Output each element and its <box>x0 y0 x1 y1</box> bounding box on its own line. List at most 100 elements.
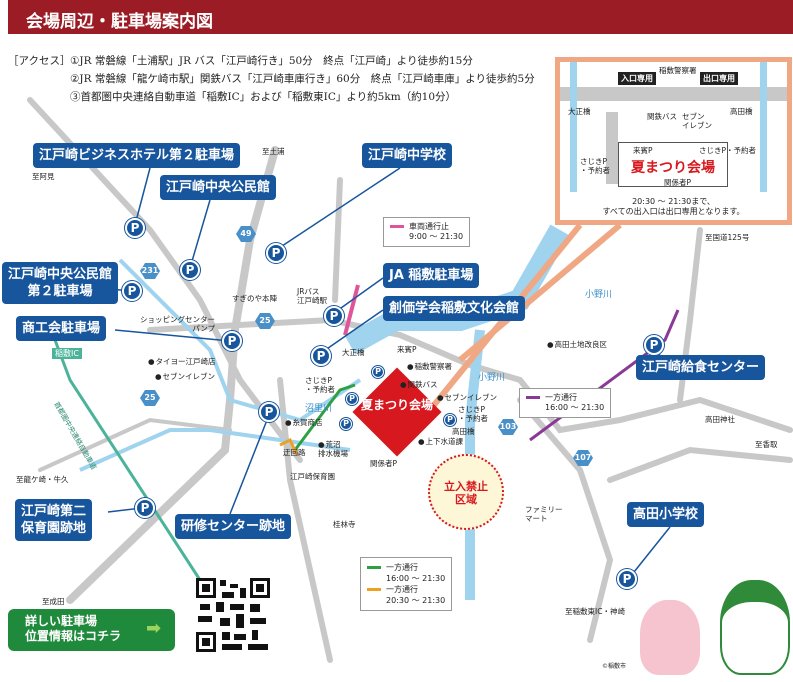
callout-chugakko[interactable]: 江戸崎中学校 <box>362 143 453 168</box>
callout-takada-school[interactable]: 高田小学校 <box>627 502 705 527</box>
callout-soka[interactable]: 創価学会稲敷文化会館 <box>383 296 526 321</box>
inset-venue-name: 夏まつり会場 <box>631 160 715 176</box>
label-inashiki-ic: 稲敷IC <box>52 348 82 359</box>
label-detour: 迂回路 <box>283 448 306 457</box>
parking-icon[interactable]: P <box>617 569 637 589</box>
label-keirinji: 桂林寺 <box>333 520 356 529</box>
route-shield: 49 <box>236 226 256 242</box>
inset-entrance: 入口専用 <box>618 72 656 85</box>
callout-hoikuen-ato[interactable]: 江戸崎第二 保育園跡地 <box>15 499 93 541</box>
parking-icon-small[interactable]: P <box>372 366 384 378</box>
parking-icon[interactable]: P <box>135 498 155 518</box>
label-raihin-p: 来賓P <box>397 345 417 354</box>
callout-kenshu[interactable]: 研修センター跡地 <box>175 514 292 539</box>
parking-icon[interactable]: P <box>324 306 344 326</box>
access-line-3: ③首都圏中央連絡自動車道「稲敷IC」および「稲敷東IC」より約5km（約10分） <box>70 91 457 103</box>
parking-icon[interactable]: P <box>180 260 200 280</box>
road-main <box>66 146 279 604</box>
callout-kyushoku[interactable]: 江戸崎給食センター <box>636 355 766 380</box>
label-shopping: ショッピングセンター パンプ <box>140 315 215 333</box>
route-shield: 25 <box>140 390 160 406</box>
route-shield: 231 <box>140 263 160 279</box>
arrow-right-icon: ➡ <box>146 618 162 639</box>
parking-icon-small[interactable]: P <box>346 393 358 405</box>
route-shield: 107 <box>573 450 593 466</box>
parking-icon-small[interactable]: P <box>444 414 456 426</box>
label-family-mart: ファミリー マート <box>525 505 563 523</box>
road-25-103 <box>147 316 793 434</box>
label-ono-river: 小野川 <box>585 290 613 300</box>
label-taiyo: タイヨー江戸崎店 <box>148 357 216 366</box>
parking-icon[interactable]: P <box>125 218 145 238</box>
route-shield: 103 <box>498 419 518 435</box>
label-hoikuen: 江戸崎保育園 <box>290 472 335 481</box>
parking-icon[interactable]: P <box>266 243 286 263</box>
parking-icon[interactable]: P <box>122 281 142 301</box>
no-entry-zone: 立入禁止 区域 <box>428 454 504 530</box>
label-suginoya: すぎのや本陣 <box>232 294 277 303</box>
parking-icon[interactable]: P <box>222 331 242 351</box>
label-kankeisha-p: 関係者P <box>370 459 398 468</box>
label-seven-west: セブンイレブン <box>155 372 216 381</box>
inset-kantetsu: 関鉄バス <box>647 112 677 121</box>
legend-swatch <box>390 225 404 228</box>
label-sajiki-left: さじきP ・予約者 <box>305 376 335 394</box>
label-jr-bus: JRバス 江戸崎駅 <box>297 287 327 305</box>
copyright: ©稲敷市 <box>602 663 627 670</box>
inset-seven: セブン イレブン <box>682 112 712 130</box>
oneway-green-route <box>293 383 356 451</box>
callout-kominkan[interactable]: 江戸崎中央公民館 <box>160 175 277 200</box>
label-takada-bridge: 高田橋 <box>452 427 475 436</box>
closed-road <box>343 284 360 336</box>
inset-sajiki-left: さじきP ・予約者 <box>580 157 610 175</box>
label-to-ryugasaki: 至龍ケ崎・牛久 <box>16 475 69 484</box>
road-north <box>332 177 343 303</box>
callout-ja[interactable]: JA 稲敷駐車場 <box>383 263 480 288</box>
inset-exit: 出口専用 <box>700 72 738 85</box>
label-kantetsu: 関鉄バス <box>400 380 438 389</box>
label-to-tsuchiura: 至土浦 <box>262 147 285 156</box>
inset-venue-box: 来賓P さじきP・予約者 夏まつり会場 関係者P <box>618 142 756 187</box>
venue-label: 夏まつり会場 <box>360 398 433 412</box>
label-sewer: 上下水道課 <box>418 437 464 446</box>
label-itoga: 糸賀商店 <box>285 418 323 427</box>
label-sajiki-right: さじきP ・予約者 <box>458 405 488 423</box>
inset-police: 稲敷警察署 <box>659 66 697 75</box>
label-taisho-bridge: 大正橋 <box>342 348 365 357</box>
label-police: 稲敷警察署 <box>407 362 453 371</box>
label-to-route125: 至国道125号 <box>705 233 750 242</box>
label-takada-land: 高田土地改良区 <box>547 340 608 349</box>
label-to-katori: 至香取 <box>755 440 778 449</box>
inset-venue-detail: 入口専用 出口専用 稲敷警察署 大正橋 高田橋 関鉄バス セブン イレブン さじ… <box>555 57 792 225</box>
label-arasuma: 荒沼 排水機場 <box>318 440 348 458</box>
parking-icon[interactable]: P <box>644 335 664 355</box>
callout-hotel-parking[interactable]: 江戸崎ビジネスホテル第２駐車場 <box>33 143 241 168</box>
parking-icon[interactable]: P <box>259 402 279 422</box>
parking-info-button[interactable]: 詳しい駐車場 位置情報はコチラ ➡ <box>8 609 175 651</box>
label-to-narita: 至成田 <box>42 597 65 606</box>
label-seven-east: セブンイレブン <box>437 393 498 402</box>
oneway-orange-route <box>279 437 299 456</box>
label-takada-shrine: 高田神社 <box>705 415 735 424</box>
mascot-left <box>640 600 700 675</box>
route-shield: 25 <box>255 313 275 329</box>
parking-icon-small[interactable]: P <box>340 418 352 430</box>
access-line-2: ②JR 常磐線「龍ケ崎市駅」関鉄バス「江戸崎車庫行き」60分 終点「江戸崎車庫」… <box>70 73 535 85</box>
legend-swatch <box>526 396 540 399</box>
label-ono-river: 小野川 <box>478 373 506 383</box>
mascot-right <box>720 580 790 675</box>
page-title: 会場周辺・駐車場案内図 <box>8 0 793 34</box>
qr-code[interactable] <box>196 578 270 652</box>
callout-shokokai[interactable]: 商工会駐車場 <box>16 316 107 341</box>
inset-note: 20:30 ～ 21:30まで、 すべての出入口は出口専用となります。 <box>602 197 745 216</box>
callout-kominkan-2[interactable]: 江戸崎中央公民館 第２駐車場 <box>2 262 119 304</box>
road-107 <box>607 446 793 483</box>
label-to-inashiki-east: 至稲敷東IC・神崎 <box>565 607 625 616</box>
inset-taisho: 大正橋 <box>568 107 591 116</box>
inset-takada: 高田橋 <box>730 107 753 116</box>
parking-icon[interactable]: P <box>311 346 331 366</box>
